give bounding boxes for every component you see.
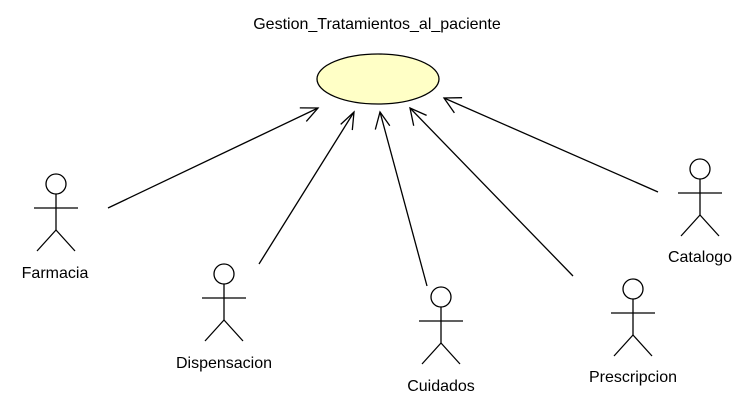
- use-case-label: Gestion_Tratamientos_al_paciente: [253, 16, 501, 33]
- association-farmacia[interactable]: [107, 107, 320, 209]
- actor-label-dispensacion: Dispensacion: [176, 355, 272, 372]
- association-catalogo[interactable]: [442, 97, 659, 193]
- actor-dispensacion[interactable]: [202, 263, 246, 342]
- actor-prescripcion[interactable]: [611, 278, 655, 357]
- actor-label-cuidados: Cuidados: [407, 378, 475, 394]
- actor-catalogo[interactable]: [678, 158, 722, 237]
- actor-label-prescripcion: Prescripcion: [589, 369, 677, 386]
- use-case-ellipse[interactable]: [316, 53, 440, 105]
- actor-farmacia[interactable]: [34, 173, 78, 252]
- actor-label-farmacia: Farmacia: [22, 265, 89, 282]
- association-prescripcion[interactable]: [409, 106, 574, 277]
- actor-cuidados[interactable]: [419, 286, 463, 365]
- association-cuidados[interactable]: [374, 110, 428, 287]
- association-dispensacion[interactable]: [258, 110, 355, 265]
- actor-label-catalogo: Catalogo: [668, 249, 732, 266]
